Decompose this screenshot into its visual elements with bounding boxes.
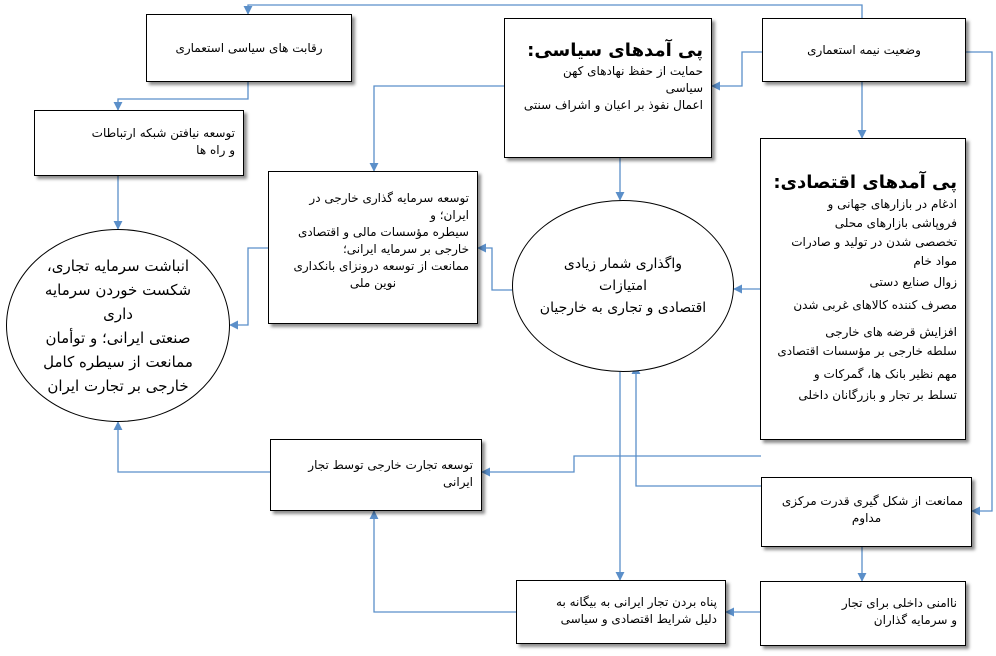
economic-consequences-heading: پی آمدهای اقتصادی:	[773, 172, 957, 193]
economic-consequences-box: پی آمدهای اقتصادی: ادغام در بازارهای جها…	[760, 138, 966, 440]
economic-consequences-line: تخصصی شدن در تولید و صادرات	[791, 235, 957, 249]
arrow-foreigntrade-to-ellipse	[113, 421, 270, 473]
political-consequences-box: پی آمدهای سیاسی: حمایت از حفظ نهادهای که…	[504, 18, 712, 158]
semi-colonial-status-box: وضعیت نیمه استعماری	[762, 18, 966, 82]
concessions-text: واگذاری شمار زیادی امتیازات اقتصادی و تج…	[539, 253, 707, 319]
foreign-investment-line: توسعه سرمایه گذاری خارجی در	[309, 191, 469, 205]
arrow-status-to-rivalry	[243, 4, 863, 18]
semi-colonial-status-text: وضعیت نیمه استعماری	[807, 42, 921, 57]
foreign-investment-box: توسعه سرمایه گذاری خارجی در ایران؛ و سیط…	[268, 171, 478, 324]
internal-insecurity-box: ناامنی داخلی برای تجار و سرمایه گذاران	[760, 581, 966, 646]
economic-consequences-line: مصرف کننده کالاهای غربی شدن	[793, 298, 957, 312]
concessions-ellipse: واگذاری شمار زیادی امتیازات اقتصادی و تج…	[512, 200, 734, 372]
central-power-box: ممانعت از شکل گیری قدرت مرکزی مداوم	[761, 477, 972, 547]
arrow-centralpower-to-concessions	[631, 365, 761, 487]
arrow-concessions-to-investment	[477, 243, 512, 291]
arrow-refuge-to-foreigntrade	[369, 510, 516, 613]
internal-insecurity-line: و سرمایه گذاران	[873, 613, 957, 627]
foreign-investment-line: ممانعت از توسعه درونزای بانکداری	[293, 259, 469, 273]
foreign-investment-line: سیطره مؤسسات مالی و اقتصادی	[297, 225, 469, 239]
capital-accumulation-line: ممانعت از سیطره کامل	[43, 352, 193, 371]
capital-accumulation-text: انباشت سرمایه تجاری، شکست خوردن سرمایه د…	[33, 254, 203, 398]
concessions-line: واگذاری شمار زیادی امتیازات	[563, 256, 683, 294]
economic-consequences-line: افزایش قرضه های خارجی	[825, 325, 957, 339]
arrow-rivalry-to-networks	[113, 82, 249, 111]
foreign-investment-line: ایران؛ و	[430, 208, 469, 222]
economic-consequences-line: تسلط بر تجار و بازرگانان داخلی	[798, 388, 957, 402]
political-consequences-line: اعمال نفوذ بر اعیان و اشراف سنتی	[523, 98, 703, 112]
arrow-status-to-centralpower	[966, 51, 993, 516]
networks-line: و راه ها	[196, 143, 235, 157]
internal-insecurity-line: ناامنی داخلی برای تجار	[841, 596, 957, 610]
central-power-line: ممانعت از شکل گیری قدرت مرکزی	[781, 494, 963, 508]
capital-accumulation-line: خارجی بر تجارت ایران	[47, 376, 189, 395]
capital-accumulation-ellipse: انباشت سرمایه تجاری، شکست خوردن سرمایه د…	[6, 229, 230, 422]
merchants-refuge-line: پناه بردن تجار ایرانی به بیگانه به	[556, 595, 717, 609]
colonial-rivalry-text: رقابت های سیاسی استعماری	[175, 40, 323, 55]
capital-accumulation-line: شکست خوردن سرمایه داری	[44, 280, 192, 323]
political-consequences-line: حمایت از حفظ نهادهای کهن	[562, 64, 703, 78]
foreign-investment-line: خارجی بر سرمایه ایرانی؛	[342, 242, 469, 256]
foreign-trade-box: توسعه تجارت خارجی توسط تجار ایرانی	[270, 439, 482, 511]
economic-consequences-line: سلطه خارجی بر مؤسسات اقتصادی	[777, 344, 957, 358]
central-power-line: مداوم	[851, 511, 882, 525]
economic-consequences-line: ادغام در بازارهای جهانی و	[827, 197, 957, 211]
arrow-investment-to-ellipse	[229, 247, 268, 330]
economic-consequences-line: مهم نظیر بانک ها، گمرکات و	[813, 367, 957, 381]
capital-accumulation-line: صنعتی ایرانی؛ و توأمان	[45, 328, 191, 347]
merchants-refuge-box: پناه بردن تجار ایرانی به بیگانه به دلیل …	[516, 580, 726, 644]
economic-consequences-line: فروپاشی بازارهای محلی	[834, 216, 957, 230]
merchants-refuge-line: دلیل شرایط اقتصادی و سیاسی	[560, 612, 717, 626]
political-consequences-heading: پی آمدهای سیاسی:	[527, 40, 703, 61]
economic-consequences-line: زوال صنایع دستی	[869, 275, 958, 289]
capital-accumulation-line: انباشت سرمایه تجاری،	[46, 256, 190, 275]
arrow-status-to-political	[711, 51, 762, 91]
networks-line: توسعه نیافتن شبکه ارتباطات	[91, 126, 235, 140]
concessions-line: اقتصادی و تجاری به خارجیان	[539, 300, 707, 316]
arrow-political-to-investment	[369, 85, 504, 172]
economic-consequences-line: مواد خام	[913, 254, 957, 268]
arrow-centralpower-to-foreigntrade	[481, 455, 761, 477]
foreign-investment-line: نوین ملی	[349, 276, 397, 290]
political-consequences-line: سیاسی	[665, 81, 703, 95]
foreign-trade-line: ایرانی	[443, 475, 473, 489]
networks-box: توسعه نیافتن شبکه ارتباطات و راه ها	[34, 110, 244, 176]
colonial-rivalry-box: رقابت های سیاسی استعماری	[146, 14, 352, 82]
foreign-trade-line: توسعه تجارت خارجی توسط تجار	[308, 458, 473, 472]
